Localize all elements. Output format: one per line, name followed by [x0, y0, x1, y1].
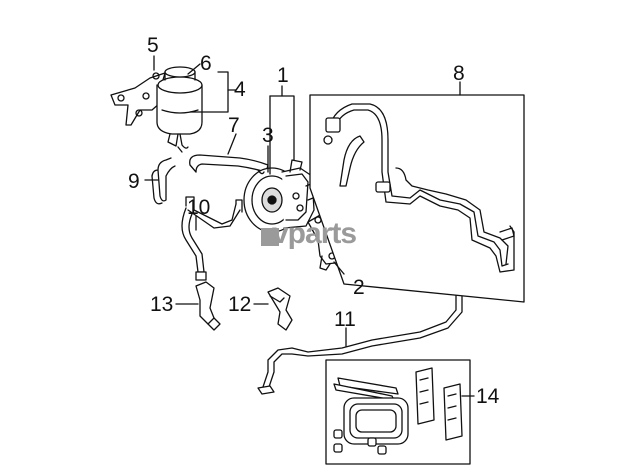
- hose-7-part[interactable]: [190, 155, 268, 172]
- watermark: vparts: [261, 217, 357, 250]
- pump-part[interactable]: [244, 160, 318, 232]
- callout-13[interactable]: 13: [150, 293, 173, 316]
- callout-2[interactable]: 2: [353, 276, 365, 299]
- callout-10[interactable]: 10: [187, 196, 210, 219]
- reservoir-part[interactable]: [157, 67, 202, 152]
- callout-4[interactable]: 4: [234, 78, 246, 101]
- bracket-part[interactable]: [111, 73, 165, 125]
- callout-12[interactable]: 12: [228, 293, 251, 316]
- callout-9[interactable]: 9: [128, 170, 140, 193]
- callout-7[interactable]: 7: [228, 114, 240, 137]
- kit-part[interactable]: [326, 360, 470, 464]
- hose-10-part[interactable]: [182, 197, 242, 280]
- hose-13-part[interactable]: [196, 282, 220, 330]
- watermark-logo-icon: [261, 228, 279, 246]
- callout-14[interactable]: 14: [476, 385, 500, 408]
- watermark-text: vparts: [272, 217, 356, 250]
- callout-11[interactable]: 11: [334, 308, 356, 331]
- callout-5[interactable]: 5: [147, 34, 159, 57]
- leader-lines: [144, 55, 475, 397]
- callout-6[interactable]: 6: [200, 52, 212, 75]
- cooler-lines-part[interactable]: [310, 95, 524, 302]
- callout-8[interactable]: 8: [453, 62, 465, 85]
- hose-12-part[interactable]: [268, 288, 292, 330]
- hose-9-part[interactable]: [152, 158, 175, 204]
- callout-1[interactable]: 1: [277, 64, 289, 87]
- callout-3[interactable]: 3: [262, 124, 274, 147]
- callouts: 1 2 3 4 5 6 7 8 9 10 11 12 13 14: [128, 34, 500, 408]
